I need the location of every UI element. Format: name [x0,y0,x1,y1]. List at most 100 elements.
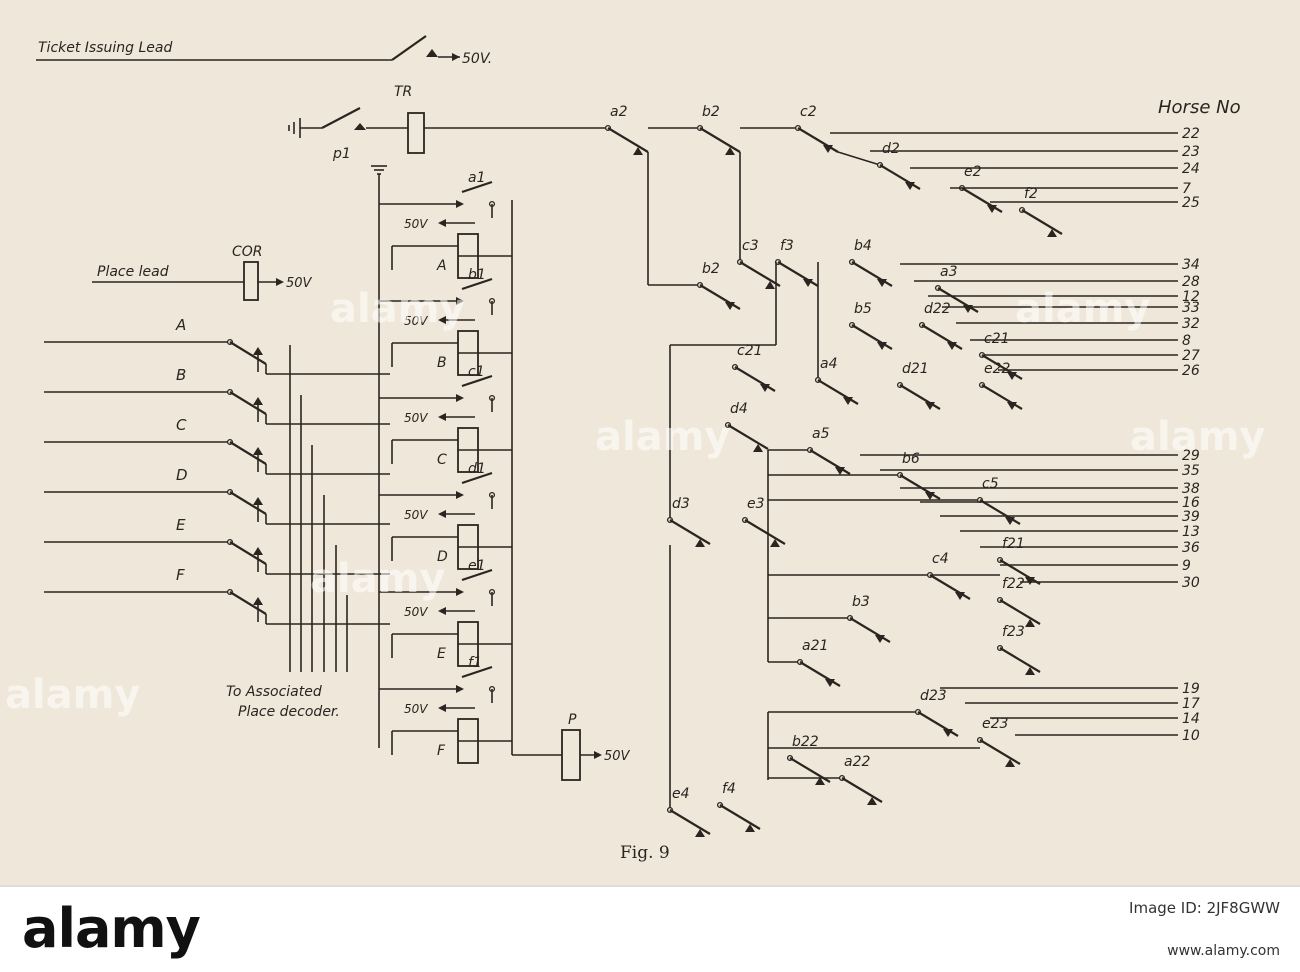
contact-label-e22: e22 [984,361,1011,377]
contact-label-b6: b6 [902,451,920,467]
contact-label-e3: e3 [747,496,765,512]
relay-label-e: E [437,646,446,662]
contact-d2: d2 [876,141,921,190]
input-row-e: E [44,516,390,575]
horse-number-24: 24 [1182,161,1200,177]
horse-number-10: 10 [1182,728,1200,744]
input-row-d: D [44,466,390,525]
contact-f4: f4 [716,781,761,832]
cor-label: COR [232,244,263,260]
contact-b3: b3 [846,594,891,643]
image-id: Image ID: 2JF8GWW [1129,899,1280,917]
horse-line-26: 26 [998,363,1200,379]
contact-b5: b5 [848,301,893,350]
horse-number-8: 8 [1182,333,1191,349]
relay-supply-label-e: 50V [404,605,428,619]
contact-label-d2: d2 [882,141,900,157]
horse-line-39: 39 [940,509,1200,525]
contact-f21: f21 [996,536,1041,585]
cor-supply-label: 50V [286,276,313,291]
contact-d3: d3 [666,496,711,547]
relay-contact-label-d: d1 [468,461,486,477]
horse-line-24: 24 [910,161,1200,177]
contact-f22: f22 [996,576,1041,627]
contact-label-e23: e23 [982,716,1008,732]
supply-50v-top-label: 50V. [462,51,492,67]
banner-divider [0,885,1300,887]
contact-label-a22: a22 [844,754,870,770]
horse-no-header: Horse No [1158,97,1241,118]
contact-label-f4: f4 [722,781,736,797]
contact-label-f2: f2 [1024,186,1038,202]
contact-label-f3: f3 [780,238,794,254]
associated-label-2: Place decoder. [238,704,340,720]
decoder-bus: To Associated Place decoder. [226,345,348,720]
horse-line-36: 36 [980,540,1200,556]
ticket-issuing-lead: Ticket Issuing Lead 50V. TR [36,35,492,100]
contact-f2: f2 [1018,186,1063,237]
watermark-5: alamy [310,556,445,602]
place-lead: Place lead COR 50V [92,244,313,301]
input-label-d: D [176,466,188,484]
contact-label-c3: c3 [742,238,759,254]
horse-line-19: 19 [940,681,1200,697]
contact-label-e2: e2 [964,164,982,180]
watermark-3: alamy [595,414,730,460]
contact-label-a21: a21 [802,638,828,654]
contact-label-a3: a3 [940,264,958,280]
contact-label-a4: a4 [820,356,838,372]
horse-number-17: 17 [1182,696,1200,712]
contact-e22: e22 [978,361,1023,410]
horse-line-17: 17 [965,696,1200,712]
input-label-c: C [176,416,187,434]
relay-supply-label-b: 50V [404,314,428,328]
contact-a4: a4 [814,356,859,405]
relay-supply-label-d: 50V [404,508,428,522]
relay-contact-label-b: b1 [468,267,486,283]
contact-label-c5: c5 [982,476,999,492]
horse-number-9: 9 [1182,558,1191,574]
horse-line-33: 33 [942,300,1200,316]
horse-line-13: 13 [960,524,1200,540]
input-row-c: C [44,416,390,475]
contact-c4: c4 [926,551,971,600]
site-url: www.alamy.com [1167,943,1280,959]
circuit-diagram: Ticket Issuing Lead 50V. TR p1 [5,35,1265,863]
horse-line-9: 9 [1000,558,1191,574]
p-relay: P 50V [511,200,631,781]
contact-label-d21: d21 [902,361,929,377]
horse-number-34: 34 [1182,257,1200,273]
contact-b2: b2 [696,104,741,155]
horse-line-38: 38 [900,481,1200,497]
contact-label-b4: b4 [854,238,872,254]
contact-b4: b4 [848,238,893,287]
horse-number-32: 32 [1182,316,1200,332]
horse-number-33: 33 [1182,300,1200,316]
contact-c21: c21 [731,343,776,392]
contact-label-a2: a2 [610,104,628,120]
horse-line-25: 25 [990,195,1200,211]
watermark-4: alamy [5,672,140,718]
contact-c3: c3 [736,238,781,289]
contact-label-c21: c21 [984,331,1010,347]
input-row-f: F [44,566,390,625]
contact-e3: e3 [741,496,786,547]
relay-label-b: B [437,355,447,371]
contact-label-d4: d4 [730,401,748,417]
associated-label-1: To Associated [226,684,322,700]
contact-d4: d4 [724,401,769,452]
contact-a21: a21 [796,638,841,687]
relay-contact-label-f: f1 [468,655,482,671]
input-label-b: B [176,366,186,384]
contact-a2: a2 [604,104,649,155]
contact-c5: c5 [976,476,1021,525]
tr-label: TR [394,84,412,100]
relay-supply-label-a: 50V [404,217,428,231]
contact-label-b22: b22 [792,734,819,750]
contact-b6: b6 [896,451,941,500]
contact-d23: d23 [914,688,959,737]
contact-label-f22: f22 [1002,576,1025,592]
